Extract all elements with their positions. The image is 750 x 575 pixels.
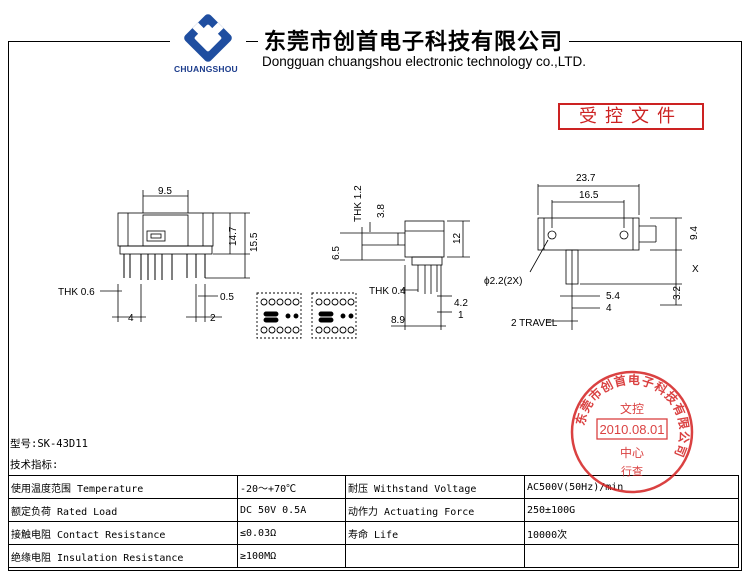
spec-title: 技术指标: <box>10 459 59 471</box>
table-row: 绝缘电阻 Insulation Resistance ≥100MΩ <box>8 544 739 568</box>
dim-thk-0-4: THK 0.4 <box>369 286 406 297</box>
stamp-top: 文控 <box>620 401 644 416</box>
spec-label: 绝缘电阻 Insulation Resistance <box>8 544 238 568</box>
stamp-center: 中心 <box>620 445 644 460</box>
dim-8-9: 8.9 <box>391 315 405 326</box>
stamp-date: 2010.08.01 <box>599 422 664 437</box>
dim-4-2: 4.2 <box>454 298 468 309</box>
dim-16-5: 16.5 <box>579 190 599 201</box>
official-stamp: 东莞市创首电子科技有限公司 文控 2010.08.01 中心 行查 <box>570 370 694 494</box>
top-view: 23.7 16.5 9.4 X ϕ2.2(2X) 5.4 4 3.2 2 TRA… <box>484 173 700 330</box>
dim-travel: 2 TRAVEL <box>511 318 558 329</box>
dim-2: 2 <box>210 313 216 324</box>
dim-0-5: 0.5 <box>220 292 234 303</box>
spec-value: DC 50V 0.5A <box>237 498 346 522</box>
dim-14-7: 14.7 <box>228 226 239 246</box>
dim-9-5: 9.5 <box>158 186 172 197</box>
spec-value: 10000次 <box>524 521 739 545</box>
spec-label: 动作力 Actuating Force <box>345 498 525 522</box>
dim-4-top: 4 <box>606 303 612 314</box>
company-name-cn: 东莞市创首电子科技有限公司 <box>258 24 570 56</box>
spec-label: 接触电阻 Contact Resistance <box>8 521 238 545</box>
company-logo <box>170 12 246 70</box>
model-number: 型号:SK-43D11 <box>10 438 88 450</box>
dim-hole: ϕ2.2(2X) <box>484 276 522 287</box>
dim-15-5: 15.5 <box>249 232 260 252</box>
table-row: 接触电阻 Contact Resistance ≤0.03Ω 寿命 Life 1… <box>8 521 739 545</box>
dim-1: 1 <box>458 310 464 321</box>
front-view: 9.5 14.7 15.5 THK 0.6 0.5 4 2 <box>58 186 260 324</box>
spec-value: ≥100MΩ <box>237 544 346 568</box>
spec-value: -20～+70℃ <box>237 475 346 499</box>
technical-drawing: 9.5 14.7 15.5 THK 0.6 0.5 4 2 <box>58 173 700 339</box>
spec-value <box>524 544 739 568</box>
controlled-document-label: 受控文件 <box>558 103 704 130</box>
spec-label <box>345 544 525 568</box>
dim-6-5: 6.5 <box>331 246 342 260</box>
dim-12: 12 <box>452 232 463 244</box>
table-row: 使用温度范围 Temperature -20～+70℃ 耐压 Withstand… <box>8 475 739 499</box>
spec-label: 额定负荷 Rated Load <box>8 498 238 522</box>
dim-4: 4 <box>128 313 134 324</box>
dim-23-7: 23.7 <box>576 173 596 184</box>
spec-value: ≤0.03Ω <box>237 521 346 545</box>
dim-3-8: 3.8 <box>376 204 387 218</box>
company-name-en: Dongguan chuangshou electronic technolog… <box>258 54 590 69</box>
dim-x: X <box>692 264 699 275</box>
side-view: THK 1.2 3.8 6.5 12 THK 0.4 4.2 1 8.9 <box>331 185 470 330</box>
dim-5-4: 5.4 <box>606 291 620 302</box>
spec-label: 使用温度范围 Temperature <box>8 475 238 499</box>
stamp-bottom: 行查 <box>621 464 643 478</box>
dim-thk-0-6: THK 0.6 <box>58 287 95 298</box>
spec-label: 寿命 Life <box>345 521 525 545</box>
dim-3-2: 3.2 <box>672 286 683 300</box>
spec-label: 耐压 Withstand Voltage <box>345 475 525 499</box>
dim-9-4: 9.4 <box>689 226 700 240</box>
brand-name: CHUANGSHOU <box>174 64 238 74</box>
table-row: 额定负荷 Rated Load DC 50V 0.5A 动作力 Actuatin… <box>8 498 739 522</box>
footprint <box>256 292 357 339</box>
dim-thk-1-2: THK 1.2 <box>353 185 364 222</box>
spec-table: 使用温度范围 Temperature -20～+70℃ 耐压 Withstand… <box>8 475 739 568</box>
spec-value: 250±100G <box>524 498 739 522</box>
